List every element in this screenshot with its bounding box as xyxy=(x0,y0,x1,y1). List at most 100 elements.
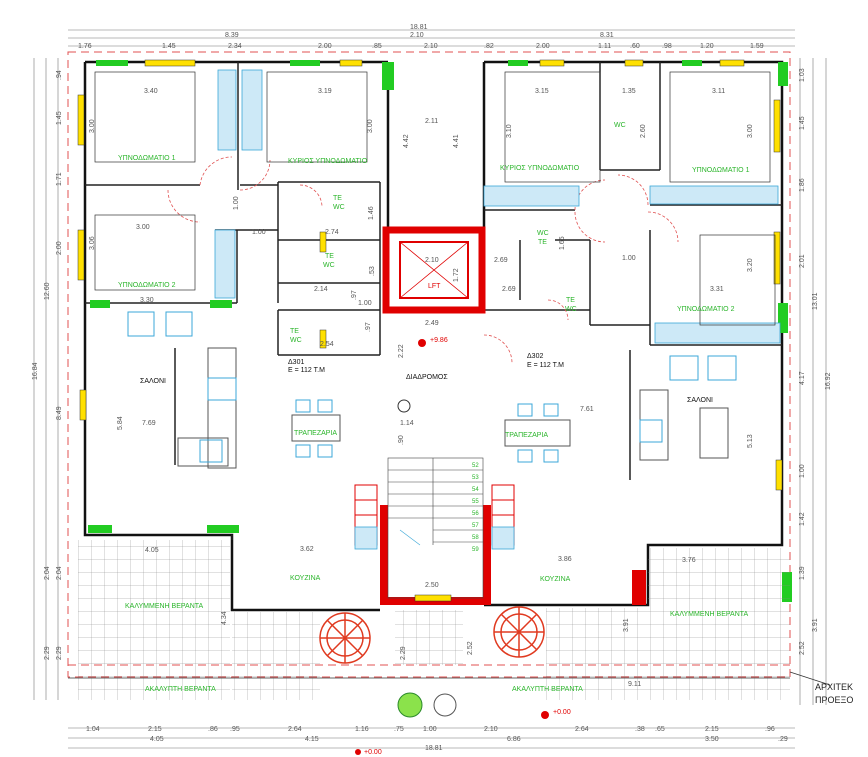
room-label: ΚΑΛΥΜΜΕΝΗ ΒΕΡΑΝΤΑ xyxy=(125,603,204,610)
room-dim: .90 xyxy=(398,435,405,445)
lift-label: LFT xyxy=(428,283,441,290)
plot-boundary xyxy=(67,51,791,678)
dim-bottom-row2: 4.05 4.15 6.86 3.50 .29 xyxy=(150,736,788,743)
stair-number: 52 xyxy=(472,463,479,469)
room-dim: 3.00 xyxy=(367,119,374,133)
dim-bottom-seg: 4.15 xyxy=(305,736,319,743)
dim-bottom-seg: 4.05 xyxy=(150,736,164,743)
room-dim: 3.15 xyxy=(535,88,549,95)
room-dim: 2.60 xyxy=(640,124,647,138)
veranda-hatch-mid xyxy=(395,610,463,665)
room-label: ΚΟΥΖΙΝΑ xyxy=(290,575,321,582)
dim-left-outer: 16.84 xyxy=(32,362,39,380)
room-dim: 3.86 xyxy=(558,556,572,563)
dim-top-seg: .85 xyxy=(372,43,382,50)
dim-top-seg: 1.76 xyxy=(78,43,92,50)
stairs xyxy=(387,457,484,599)
wc-label: TE xyxy=(566,297,575,304)
dim-right-seg: 1.45 xyxy=(799,116,806,130)
room-dim: 1.00 xyxy=(252,229,266,236)
wardrobes xyxy=(214,69,781,344)
room-dim: 4.42 xyxy=(403,134,410,148)
apartment-code-left: Δ301 xyxy=(288,359,304,366)
dim-right-seg: 1.03 xyxy=(799,68,806,82)
room-dim: 2.10 xyxy=(425,257,439,264)
stair-number: 58 xyxy=(472,535,479,541)
dim-left-total: 8.39 xyxy=(225,32,239,39)
room-dim: 5.84 xyxy=(117,416,124,430)
stair-number: 59 xyxy=(472,547,479,553)
room-dim: 7.61 xyxy=(580,406,594,413)
dim-bottom-seg: 1.04 xyxy=(86,726,100,733)
room-dim: 2.54 xyxy=(320,341,334,348)
dim-top-seg: 1.20 xyxy=(700,43,714,50)
dim-bottom-seg: 2.64 xyxy=(288,726,302,733)
room-label: ΥΠΝΟΔΩΜΑΤΙΟ 1 xyxy=(118,155,176,162)
interior-walls-left xyxy=(85,62,381,540)
room-label: ΥΠΝΟΔΩΜΑΤΙΟ 2 xyxy=(118,282,176,289)
room-dim: 3.00 xyxy=(747,124,754,138)
dim-left-seg: 2.00 xyxy=(56,241,63,255)
room-dim: 1.46 xyxy=(368,206,375,220)
dim-right-seg: 2.01 xyxy=(799,254,806,268)
dim-top-seg: 2.10 xyxy=(424,43,438,50)
room-dim: 2.74 xyxy=(325,229,339,236)
stair-number: 57 xyxy=(472,523,479,529)
room-dim: 2.22 xyxy=(398,344,405,358)
wheelchair-icon xyxy=(397,399,411,413)
wc-label: WC xyxy=(614,122,626,129)
room-dim: 1.72 xyxy=(453,268,460,282)
room-label: ΤΡΑΠΕΖΑΡΙΑ xyxy=(505,432,548,439)
room-dim: 2.52 xyxy=(467,641,474,655)
veranda-hatch-right xyxy=(648,548,790,700)
dimensions-left xyxy=(33,58,59,700)
dim-bottom-seg: 2.15 xyxy=(148,726,162,733)
dim-top-seg: 1.11 xyxy=(598,43,611,50)
room-dim: 3.10 xyxy=(506,124,513,138)
wc-label: WC xyxy=(333,204,345,211)
room-label: ΣΑΛΟΝΙ xyxy=(140,378,166,385)
veranda-hatch-left xyxy=(78,540,230,700)
room-dim: 2.49 xyxy=(425,320,439,327)
wc-label: TE xyxy=(538,239,547,246)
dim-bottom-seg: 2.64 xyxy=(575,726,589,733)
wc-label: TE xyxy=(325,253,334,260)
level-corridor: +9.86 xyxy=(430,337,448,344)
room-dim: 2.14 xyxy=(314,286,328,293)
room-label: ΚΥΡΙΟΣ ΥΠΝΟΔΩΜΑΤΙΟ xyxy=(288,158,368,165)
room-dim: 7.69 xyxy=(142,420,156,427)
room-dim: 4.34 xyxy=(221,611,228,625)
dim-overall-bottom: 18.81 xyxy=(425,745,443,752)
apartment-area-left: E = 112 T.M xyxy=(288,367,325,374)
level-marker-icon xyxy=(355,339,549,755)
room-dimensions: 3.40 3.00 3.19 3.00 3.00 3.06 3.30 2.74 … xyxy=(89,88,754,688)
room-dim: 3.11 xyxy=(712,88,725,95)
room-dim: 3.20 xyxy=(747,258,754,272)
room-dim: 3.00 xyxy=(89,119,96,133)
room-label: ΥΠΝΟΔΩΜΑΤΙΟ 2 xyxy=(677,306,735,313)
dim-left-seg: 1.71 xyxy=(56,172,63,186)
openings xyxy=(77,59,783,602)
dim-bottom-seg: .95 xyxy=(230,726,240,733)
dimensions-top xyxy=(68,29,795,47)
dim-bottom-seg: 1.00 xyxy=(423,726,437,733)
room-dim: 1.65 xyxy=(559,236,566,250)
dim-left-seg: 1.45 xyxy=(56,111,63,125)
room-dim: 3.19 xyxy=(318,88,332,95)
room-dim: .97 xyxy=(351,290,358,300)
wc-label: WC xyxy=(323,262,335,269)
stoves xyxy=(354,526,515,550)
dim-top-seg: 1.59 xyxy=(750,43,764,50)
furniture xyxy=(127,311,737,469)
room-dim: 1.00 xyxy=(233,196,240,210)
dim-bottom-seg: 2.10 xyxy=(484,726,498,733)
room-dim: 1.35 xyxy=(622,88,636,95)
dim-left-seg: 8.49 xyxy=(56,406,63,420)
room-label: ΑΚΑΛΥΠΤΗ ΒΕΡΑΝΤΑ xyxy=(145,686,216,693)
dim-top-seg: 2.34 xyxy=(228,43,242,50)
dim-top-seg: .98 xyxy=(662,43,672,50)
spiral-stair-right xyxy=(493,606,545,658)
veranda-hatch-right2 xyxy=(546,608,648,700)
dim-left-inner: 2.04 xyxy=(56,566,63,580)
